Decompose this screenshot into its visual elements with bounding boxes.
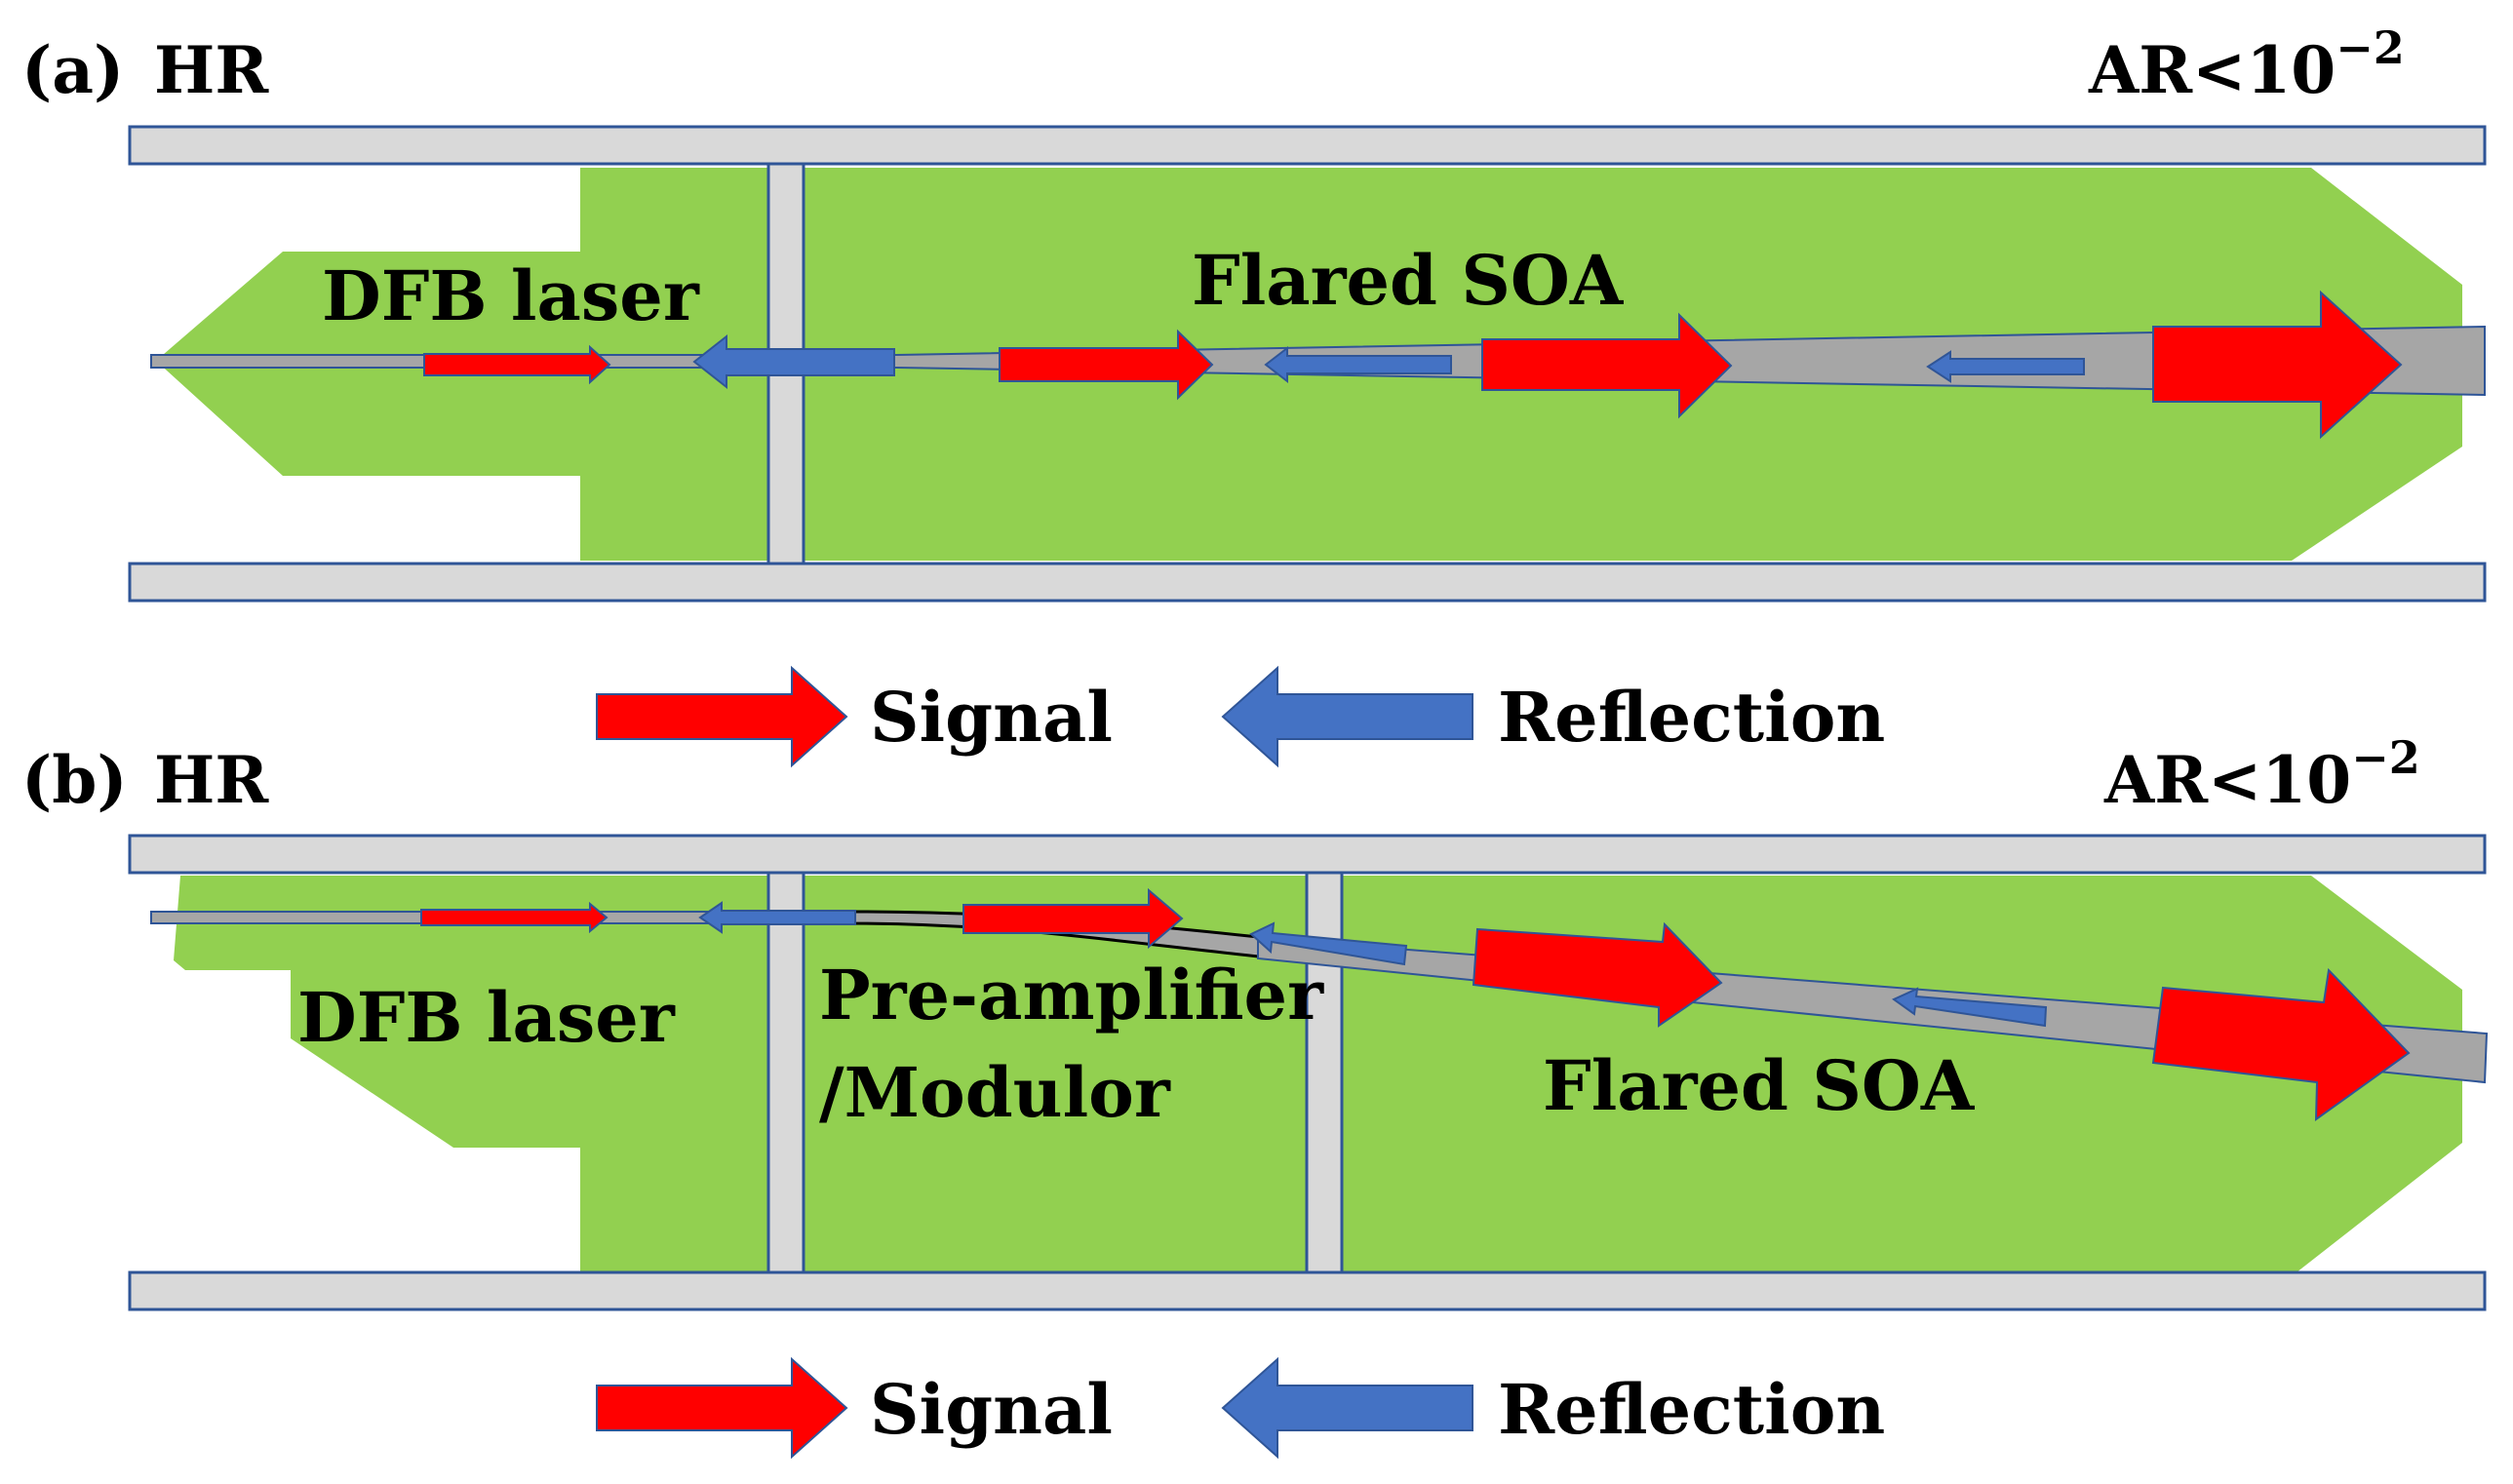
signal-arrow-a3	[1481, 312, 1733, 419]
legend-b: Signal Reflection	[596, 1356, 1885, 1460]
bottom-cladding-bar-b	[128, 1270, 2487, 1311]
hr-label-b: HR	[154, 742, 269, 818]
signal-arrow-a1	[423, 344, 611, 385]
legend-signal-label-b: Signal	[870, 1369, 1113, 1450]
reflection-arrow-b1	[698, 901, 856, 934]
dfb-laser-label-a: DFB laser	[322, 255, 700, 336]
panel-label-a: (a)	[21, 32, 124, 108]
panel-label-b: (b)	[21, 742, 128, 818]
legend-signal-arrow-a	[596, 665, 848, 768]
pre-amplifier-label: Pre-amplifier	[819, 955, 1324, 1035]
ar-label-a: AR<10−2	[2088, 21, 2405, 108]
section-divider-b1	[766, 871, 805, 1274]
flared-soa-label-b: Flared SOA	[1543, 1045, 1976, 1126]
reflection-arrow-b2	[1249, 921, 1408, 966]
panel-b: (b) HR AR<10−2 DFB laser Pre-amplifier /…	[21, 731, 2489, 1311]
legend-reflection-label-a: Reflection	[1498, 677, 1885, 758]
signal-arrow-a2	[999, 329, 1214, 401]
signal-arrow-b3	[1472, 921, 1723, 1028]
legend-a: Signal Reflection	[596, 665, 1885, 768]
reflection-arrow-b3	[1892, 987, 2048, 1028]
reflection-arrow-a3	[1926, 350, 2085, 383]
dfb-laser-label-b: DFB laser	[297, 977, 676, 1058]
top-cladding-bar-a	[128, 125, 2487, 166]
ar-label-b: AR<10−2	[2103, 731, 2420, 818]
panel-a: (a) HR AR<10−2 DFB laser Flared SOA	[21, 21, 2487, 603]
signal-arrow-b4	[2151, 967, 2411, 1121]
top-cladding-bar-b	[128, 834, 2487, 875]
reflection-arrow-a1	[692, 333, 895, 390]
legend-signal-label-a: Signal	[870, 677, 1113, 758]
section-divider-b2	[1305, 871, 1344, 1274]
legend-reflection-arrow-a	[1221, 665, 1473, 768]
legend-signal-arrow-b	[596, 1356, 848, 1460]
signal-arrow-a4	[2152, 290, 2403, 440]
legend-reflection-label-b: Reflection	[1498, 1369, 1885, 1450]
legend-reflection-arrow-b	[1221, 1356, 1473, 1460]
modulator-label: /Modulor	[819, 1052, 1171, 1133]
flared-soa-label-a: Flared SOA	[1192, 240, 1625, 321]
signal-arrow-b2	[962, 887, 1184, 950]
bottom-cladding-bar-a	[128, 562, 2487, 603]
reflection-arrow-a2	[1264, 345, 1452, 384]
hr-label-a: HR	[154, 32, 269, 108]
signal-arrow-b1	[420, 901, 609, 934]
